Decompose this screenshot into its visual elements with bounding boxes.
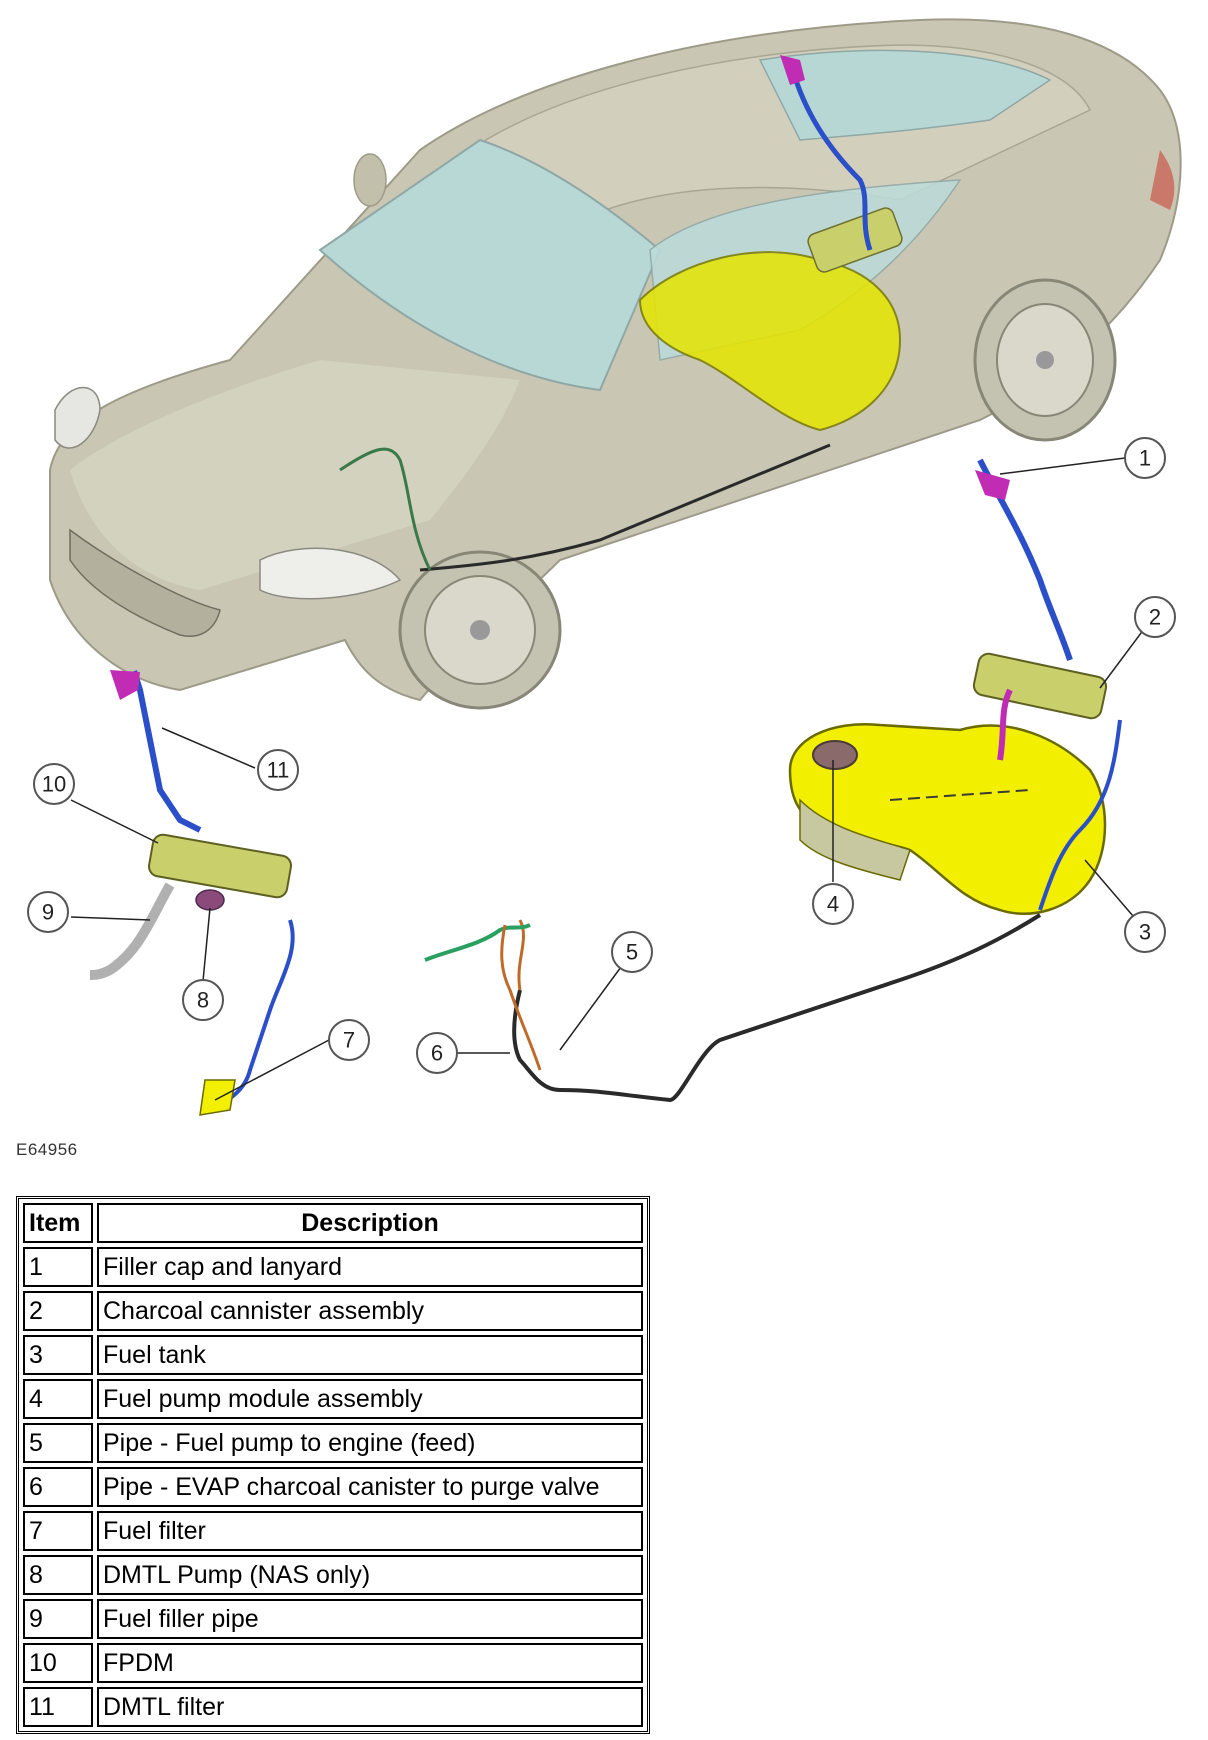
callout-label: 7: [343, 1028, 355, 1053]
callout-label: 4: [827, 892, 839, 917]
callout-label: 2: [1149, 605, 1161, 630]
item-description: DMTL Pump (NAS only): [97, 1555, 643, 1595]
item-number: 2: [23, 1291, 93, 1331]
callout-label: 6: [431, 1041, 443, 1066]
item-description: Fuel filler pipe: [97, 1599, 643, 1639]
callout-2: 2: [1134, 596, 1176, 638]
callout-3: 3: [1124, 911, 1166, 953]
callout-label: 8: [197, 988, 209, 1013]
callout-4: 4: [812, 883, 854, 925]
item-number: 6: [23, 1467, 93, 1507]
item-description: Pipe - Fuel pump to engine (feed): [97, 1423, 643, 1463]
item-description: Fuel filter: [97, 1511, 643, 1551]
callout-6: 6: [416, 1032, 458, 1074]
item-number: 8: [23, 1555, 93, 1595]
item-number: 4: [23, 1379, 93, 1419]
fuel-system-diagram: 1 2 3 4 5 6 7 8 9 10 11: [27, 18, 1182, 1116]
figure-reference-code: E64956: [16, 1140, 78, 1159]
callout-label: 9: [42, 900, 54, 925]
item-number: 5: [23, 1423, 93, 1463]
pipe-assembly: [424, 913, 1042, 1103]
item-number: 10: [23, 1643, 93, 1683]
item-description: Filler cap and lanyard: [97, 1247, 643, 1287]
item-number: 11: [23, 1687, 93, 1727]
callout-10: 10: [33, 763, 75, 805]
callout-7: 7: [328, 1019, 370, 1061]
item-number: 7: [23, 1511, 93, 1551]
callout-8: 8: [182, 979, 224, 1021]
item-description: Fuel tank: [97, 1335, 643, 1375]
callout-label: 5: [626, 940, 638, 965]
callout-9: 9: [27, 891, 69, 933]
item-number: 9: [23, 1599, 93, 1639]
car-illustration: [49, 18, 1182, 710]
item-description: DMTL filter: [97, 1687, 643, 1727]
callout-label: 3: [1139, 920, 1151, 945]
rear-wheel: [973, 278, 1117, 442]
item-description: Fuel pump module assembly: [97, 1379, 643, 1419]
legend-header-description: Description: [97, 1203, 643, 1243]
front-wheel: [398, 550, 562, 710]
legend-header-item: Item: [23, 1203, 93, 1243]
legend-header-row: Item Description: [23, 1203, 643, 1243]
callout-5: 5: [611, 931, 653, 973]
callout-label: 10: [42, 772, 66, 797]
callout-label: 11: [267, 758, 290, 783]
item-description: Charcoal cannister assembly: [97, 1291, 643, 1331]
item-description: Pipe - EVAP charcoal canister to purge v…: [97, 1467, 643, 1507]
leader-lines: [70, 457, 1154, 1101]
fuel-tank-assembly: [788, 458, 1122, 915]
callout-11: 11: [257, 749, 299, 791]
item-number: 3: [23, 1335, 93, 1375]
item-description: FPDM: [97, 1643, 643, 1683]
callout-label: 1: [1139, 446, 1151, 471]
callout-1: 1: [1124, 437, 1166, 479]
item-number: 1: [23, 1247, 93, 1287]
filler-canister-assembly: [89, 670, 295, 1116]
